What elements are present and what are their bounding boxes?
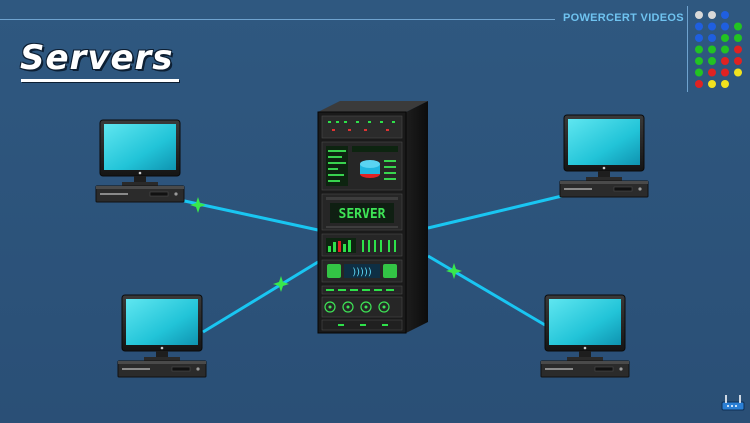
link-bottom-right xyxy=(427,254,546,327)
monitor-icon xyxy=(117,294,207,378)
brand-label: POWERCERT VIDEOS xyxy=(563,12,684,24)
brand-divider xyxy=(687,6,688,92)
computer-bottom-left xyxy=(117,294,207,378)
brand-dot xyxy=(708,68,716,77)
link-marker xyxy=(446,263,462,279)
server-panel-label: SERVER xyxy=(339,207,386,222)
brand-dot xyxy=(734,68,742,77)
computer-top-left xyxy=(95,119,185,203)
brand-dot xyxy=(695,57,703,65)
monitor-icon xyxy=(95,119,185,203)
computer-top-right xyxy=(559,114,649,198)
brand-dot xyxy=(721,22,729,31)
brand-dot xyxy=(734,45,742,54)
brand-dot xyxy=(695,45,703,54)
brand-dot xyxy=(695,80,703,88)
brand-dot xyxy=(708,11,716,19)
brand-dot xyxy=(708,57,716,65)
page-title: Servers xyxy=(20,38,174,78)
brand-dot xyxy=(721,68,729,77)
brand-dot xyxy=(695,22,703,31)
header-rule xyxy=(0,19,555,20)
link-marker xyxy=(190,197,206,213)
brand-dot xyxy=(734,57,742,65)
brand-dot xyxy=(734,34,742,42)
brand-dot-grid xyxy=(695,11,742,88)
server-rack-icon: SERVER ))))) xyxy=(317,101,428,334)
monitor-icon xyxy=(540,294,630,378)
brand-dot xyxy=(734,22,742,31)
link-top-right xyxy=(427,194,563,230)
brand-dot xyxy=(708,45,716,54)
brand-dot xyxy=(695,68,703,77)
brand-dot xyxy=(721,80,729,88)
brand-dot xyxy=(721,34,729,42)
router-icon xyxy=(721,395,745,411)
brand-dot xyxy=(721,11,729,19)
link-marker xyxy=(273,276,289,292)
brand-dot xyxy=(721,45,729,54)
brand-dot xyxy=(695,11,703,19)
computer-bottom-right xyxy=(540,294,630,378)
brand-dot xyxy=(721,57,729,65)
brand-dot xyxy=(708,80,716,88)
brand-dot xyxy=(708,22,716,31)
brand-dot xyxy=(708,34,716,42)
monitor-icon xyxy=(559,114,649,198)
title-underline xyxy=(21,79,179,82)
link-bottom-left xyxy=(202,260,319,334)
brand-dot xyxy=(695,34,703,42)
svg-text:))))): ))))) xyxy=(352,267,372,278)
